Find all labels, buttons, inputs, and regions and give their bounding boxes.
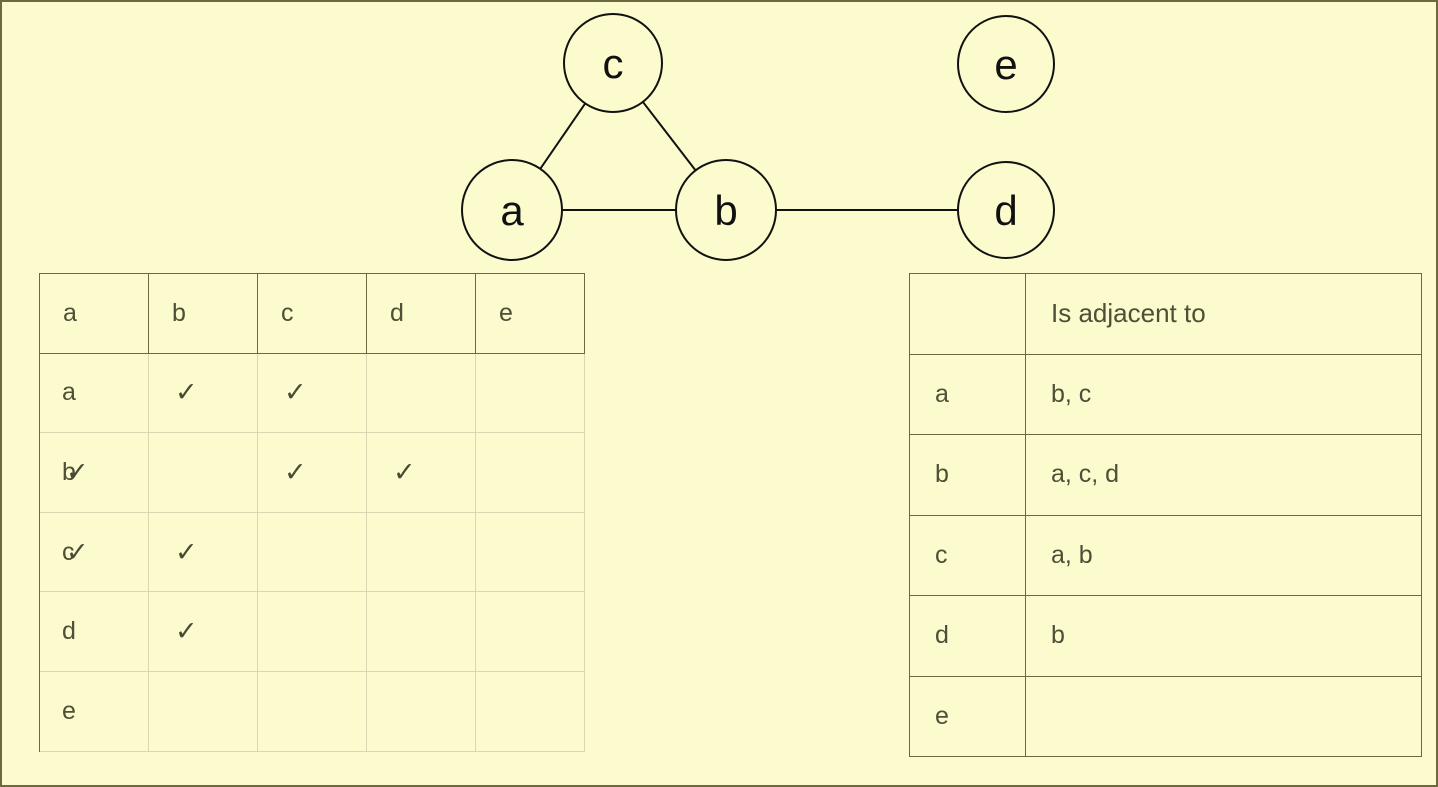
matrix-cell-d-c-empty[interactable]	[257, 591, 367, 672]
table-row: c✓✓	[39, 511, 585, 593]
table-row: e	[909, 675, 1422, 757]
matrix-cell-d-d-empty[interactable]	[366, 591, 476, 672]
graph-edge-c-a	[538, 101, 587, 171]
table-row: a✓✓	[39, 352, 585, 434]
graph-svg	[461, 13, 1055, 261]
graph-edge-c-b	[641, 100, 697, 172]
matrix-cell-b-a-checked[interactable]: ✓	[39, 432, 149, 513]
matrix-column-header-d: d	[366, 273, 476, 354]
adjacency-row-value-a[interactable]: b, c	[1025, 353, 1422, 435]
matrix-cell-d-a-empty[interactable]	[39, 591, 149, 672]
matrix-cell-a-d-empty[interactable]	[366, 352, 476, 434]
table-row: e	[39, 670, 585, 752]
matrix-cell-e-e-empty[interactable]	[475, 670, 585, 752]
matrix-cell-a-e-empty[interactable]	[475, 352, 585, 434]
matrix-column-header-e: e	[475, 273, 585, 354]
adjacency-row-label-e: e	[909, 675, 1026, 757]
matrix-cell-e-b-empty[interactable]	[148, 670, 258, 752]
matrix-cell-d-e-empty[interactable]	[475, 591, 585, 672]
matrix-cell-c-a-checked[interactable]: ✓	[39, 511, 149, 593]
matrix-column-header-b: b	[148, 273, 258, 354]
adjacency-row-value-c[interactable]: a, b	[1025, 514, 1422, 596]
matrix-cell-c-b-checked[interactable]: ✓	[148, 511, 258, 593]
matrix-cell-e-d-empty[interactable]	[366, 670, 476, 752]
adjacency-column-header: Is adjacent to	[1025, 273, 1422, 355]
table-row: b✓✓✓	[39, 432, 585, 513]
adjacency-matrix-table: abcdea✓✓b✓✓✓c✓✓d✓e	[39, 273, 585, 752]
matrix-cell-b-b-empty[interactable]	[148, 432, 258, 513]
matrix-cell-e-a-empty[interactable]	[39, 670, 149, 752]
adjacency-corner-cell	[909, 273, 1026, 355]
adjacency-row-label-b: b	[909, 434, 1026, 516]
adjacency-row-label-a: a	[909, 353, 1026, 435]
matrix-column-header-c: c	[257, 273, 367, 354]
matrix-cell-e-c-empty[interactable]	[257, 670, 367, 752]
matrix-cell-a-a-empty[interactable]	[39, 352, 149, 434]
matrix-cell-a-c-checked[interactable]: ✓	[257, 352, 367, 434]
graph-node-a[interactable]	[461, 159, 563, 261]
matrix-cell-b-c-checked[interactable]: ✓	[257, 432, 367, 513]
graph-node-c[interactable]	[563, 13, 663, 113]
table-row: d✓	[39, 591, 585, 672]
matrix-cell-b-e-empty[interactable]	[475, 432, 585, 513]
matrix-column-header-a: a	[39, 273, 149, 354]
adjacency-header-row: Is adjacent to	[909, 273, 1422, 355]
graph-node-b[interactable]	[675, 159, 777, 261]
adjacency-row-value-d[interactable]: b	[1025, 595, 1422, 677]
matrix-cell-b-d-checked[interactable]: ✓	[366, 432, 476, 513]
matrix-cell-a-b-checked[interactable]: ✓	[148, 352, 258, 434]
adjacency-row-value-b[interactable]: a, c, d	[1025, 434, 1422, 516]
matrix-cell-c-e-empty[interactable]	[475, 511, 585, 593]
graph-node-d[interactable]	[957, 161, 1055, 259]
matrix-cell-c-d-empty[interactable]	[366, 511, 476, 593]
matrix-cell-d-b-checked[interactable]: ✓	[148, 591, 258, 672]
adjacency-row-value-e[interactable]	[1025, 675, 1422, 757]
adjacency-row-label-d: d	[909, 595, 1026, 677]
adjacency-row-label-c: c	[909, 514, 1026, 596]
matrix-cell-c-c-empty[interactable]	[257, 511, 367, 593]
graph-node-e[interactable]	[957, 15, 1055, 113]
